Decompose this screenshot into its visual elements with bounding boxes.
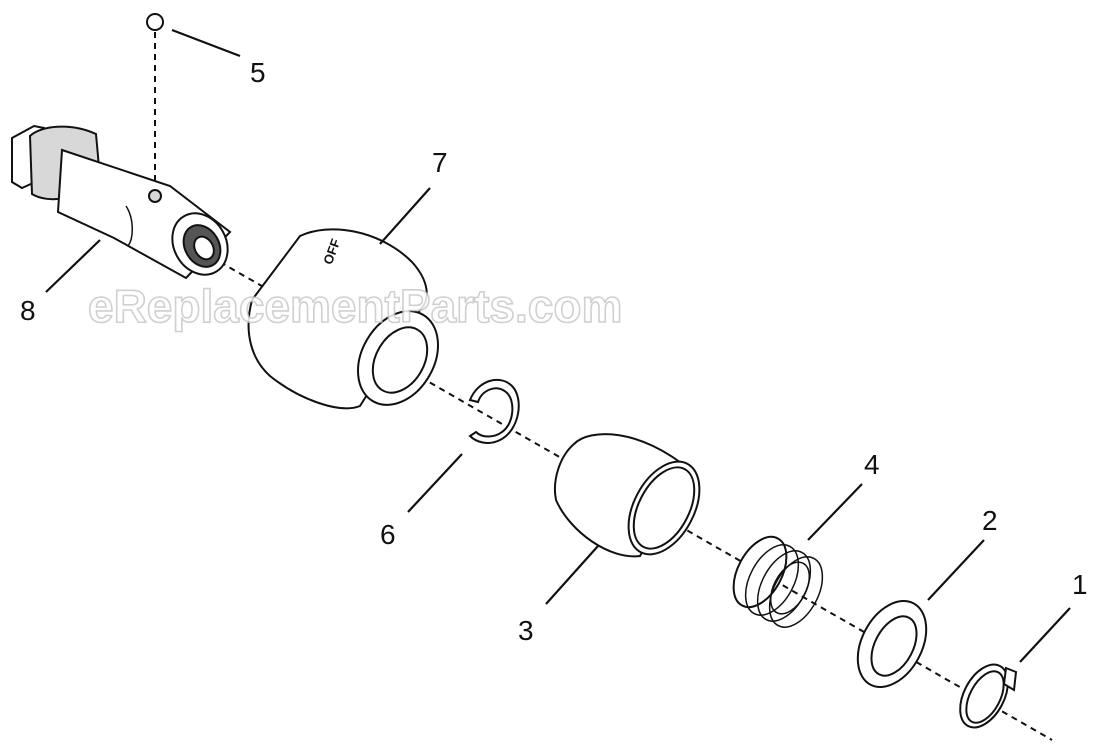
leader-8 bbox=[45, 239, 101, 293]
leader-2 bbox=[927, 539, 985, 601]
callout-1: 1 bbox=[1072, 569, 1088, 600]
watermark-text: eReplacementParts.com bbox=[88, 280, 622, 332]
leader-4 bbox=[807, 483, 863, 541]
callout-5: 5 bbox=[250, 57, 266, 88]
callout-4: 4 bbox=[864, 449, 880, 480]
leader-6 bbox=[407, 453, 463, 513]
leader-7 bbox=[379, 187, 431, 245]
part-1-snap-ring[interactable] bbox=[950, 657, 1018, 736]
callout-3: 3 bbox=[518, 615, 534, 646]
callout-8: 8 bbox=[20, 295, 36, 326]
part-2-washer[interactable] bbox=[844, 589, 940, 698]
leader-3 bbox=[545, 545, 599, 605]
leader-1 bbox=[1019, 607, 1071, 663]
callout-7: 7 bbox=[432, 147, 448, 178]
part-3-sleeve[interactable] bbox=[554, 433, 714, 566]
part-5-ball[interactable] bbox=[146, 13, 164, 31]
part-7-housing[interactable]: OFF bbox=[247, 228, 455, 419]
part-8-shaft[interactable] bbox=[11, 124, 239, 285]
callout-6: 6 bbox=[380, 519, 396, 550]
part-4-spring[interactable] bbox=[723, 528, 834, 636]
part-6-retaining-clip[interactable] bbox=[468, 378, 520, 444]
leader-5 bbox=[171, 28, 241, 58]
callout-2: 2 bbox=[982, 505, 998, 536]
